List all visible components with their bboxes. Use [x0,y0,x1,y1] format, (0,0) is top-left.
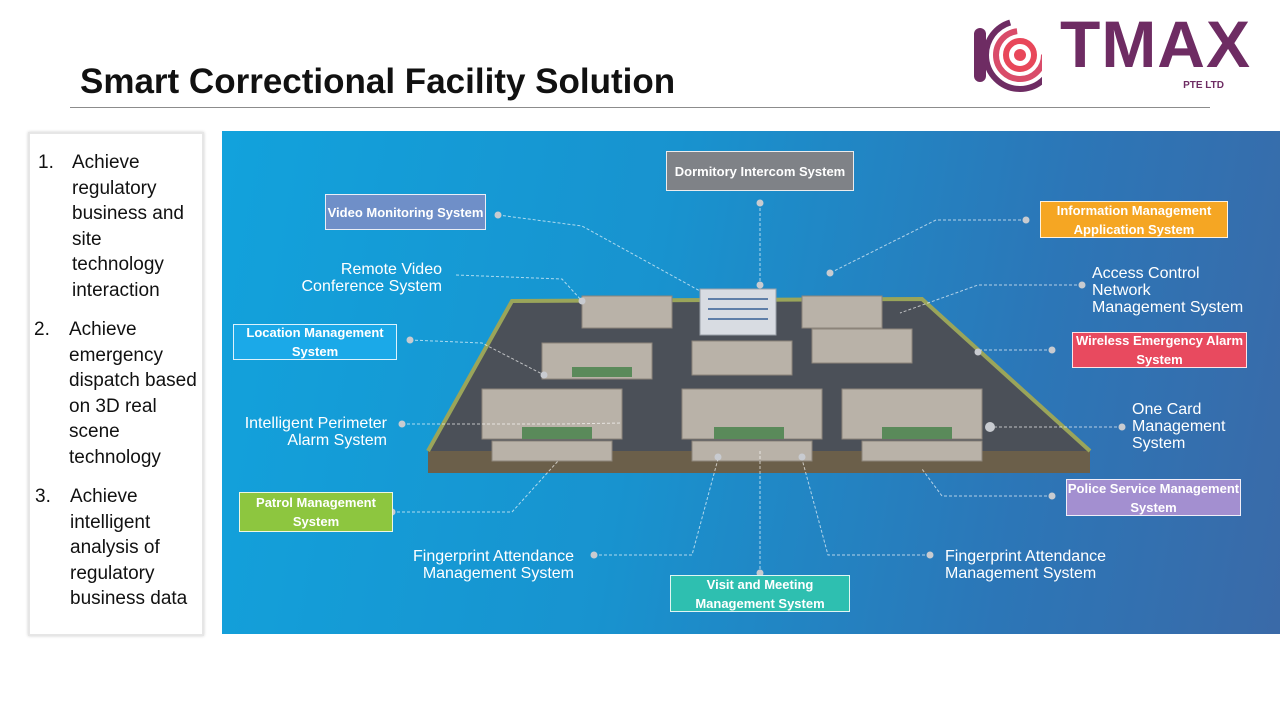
goal-text: Achieve regulatory business and site tec… [72,152,184,301]
logo-wordmark: TMAX [1060,7,1251,81]
tag-visit-meeting: Visit and Meeting Management System [670,575,850,612]
label-fingerprint-attendance-right: Fingerprint Attendance Management System [945,548,1106,582]
label-intelligent-perimeter-alarm: Intelligent Perimeter Alarm System [244,415,387,449]
label-access-control: Access Control Network Management System [1092,265,1244,316]
facility-illustration [388,199,1126,577]
tag-patrol-management: Patrol Management System [239,492,393,532]
facility-diagram: Dormitory Intercom System Video Monitori… [222,131,1280,634]
goal-number: 3. [35,486,51,507]
goals-panel: 1. Achieve regulatory business and site … [28,132,204,636]
goal-text: Achieve emergency dispatch based on 3D r… [69,319,197,468]
iotmax-logo: TMAX PTE LTD [972,7,1256,98]
slide-title: Smart Correctional Facility Solution [80,62,676,101]
tag-video-monitoring: Video Monitoring System [325,194,486,230]
goal-number: 2. [34,319,50,340]
tag-dormitory-intercom: Dormitory Intercom System [666,151,854,191]
tag-information-management: Information Management Application Syste… [1040,201,1228,238]
goal-text: Achieve intelligent analysis of regulato… [70,486,188,610]
label-fingerprint-attendance-left: Fingerprint Attendance Management System [413,548,574,582]
label-one-card-management: One Card Management System [1132,401,1226,452]
label-remote-video-conference: Remote Video Conference System [301,261,442,295]
signal-o-icon [974,18,1042,92]
goal-number: 1. [38,152,54,173]
tag-wireless-emergency-alarm: Wireless Emergency Alarm System [1072,332,1247,368]
tag-police-service: Police Service Management System [1066,479,1241,516]
title-divider [70,107,1210,108]
tag-location-management: Location Management System [233,324,397,360]
logo-subtitle: PTE LTD [1183,80,1224,91]
